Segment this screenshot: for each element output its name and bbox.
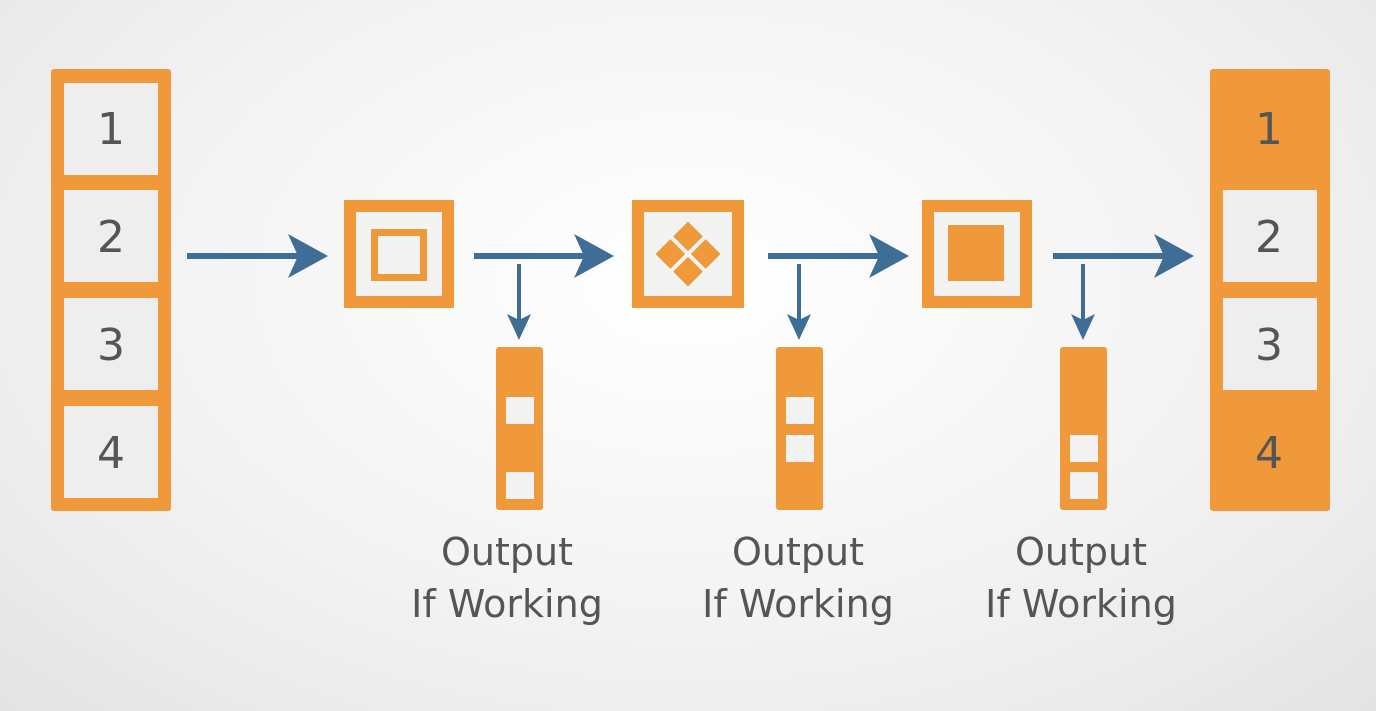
caption-line-2: If Working <box>985 582 1177 626</box>
input-cell-label: 1 <box>97 104 125 155</box>
stage-1-hole <box>378 236 420 274</box>
input-cell <box>64 83 158 175</box>
output-slot <box>506 397 534 424</box>
arrowhead-icon <box>288 234 328 278</box>
input-cell <box>64 298 158 390</box>
down-arrowheads <box>507 314 1095 340</box>
stage-2-caption: Output If Working <box>668 526 928 630</box>
output-slot <box>1070 435 1098 462</box>
output-cell-label: 2 <box>1255 212 1283 263</box>
down-arrowhead-icon <box>787 314 811 340</box>
input-cell <box>64 190 158 282</box>
arrowhead-icon <box>574 234 614 278</box>
output-slot <box>1070 472 1098 499</box>
output-slot <box>506 472 534 499</box>
output-cell-label: 4 <box>1255 428 1283 479</box>
caption-line-1: Output <box>732 530 864 574</box>
arrowhead-icon <box>869 234 909 278</box>
stage-3-core <box>948 225 1004 281</box>
input-column: 1 2 3 4 <box>51 69 171 511</box>
output-slot <box>786 397 814 424</box>
down-arrows <box>517 264 1085 322</box>
output-bar-2 <box>776 347 823 510</box>
output-bar-1 <box>496 347 543 510</box>
arrowhead-icon <box>1154 234 1194 278</box>
output-column: 1 2 3 4 <box>1210 69 1330 511</box>
down-arrowhead-icon <box>1071 314 1095 340</box>
input-cell-label: 4 <box>97 428 125 479</box>
caption-line-1: Output <box>441 530 573 574</box>
output-bar-3 <box>1060 347 1107 510</box>
down-arrowhead-icon <box>507 314 531 340</box>
output-bar <box>776 347 823 510</box>
stage-2 <box>632 200 744 308</box>
input-cell-label: 2 <box>97 212 125 263</box>
output-cell-label: 1 <box>1255 104 1283 155</box>
stage-3-caption: Output If Working <box>951 526 1211 630</box>
stage-1-caption: Output If Working <box>377 526 637 630</box>
stage-1 <box>344 200 454 308</box>
output-bar <box>1060 347 1107 510</box>
caption-line-1: Output <box>1015 530 1147 574</box>
input-cell-label: 3 <box>97 320 125 371</box>
caption-line-2: If Working <box>702 582 894 626</box>
output-slot <box>786 435 814 462</box>
stage-3 <box>922 200 1032 308</box>
input-cell <box>64 406 158 498</box>
flow-arrowheads <box>288 234 1194 278</box>
output-cell-label: 3 <box>1255 320 1283 371</box>
input-column-frame <box>51 69 171 511</box>
output-cell-empty <box>1223 298 1317 390</box>
output-cell-empty <box>1223 190 1317 282</box>
output-bar <box>496 347 543 510</box>
caption-line-2: If Working <box>411 582 603 626</box>
output-column-frame <box>1210 69 1330 511</box>
